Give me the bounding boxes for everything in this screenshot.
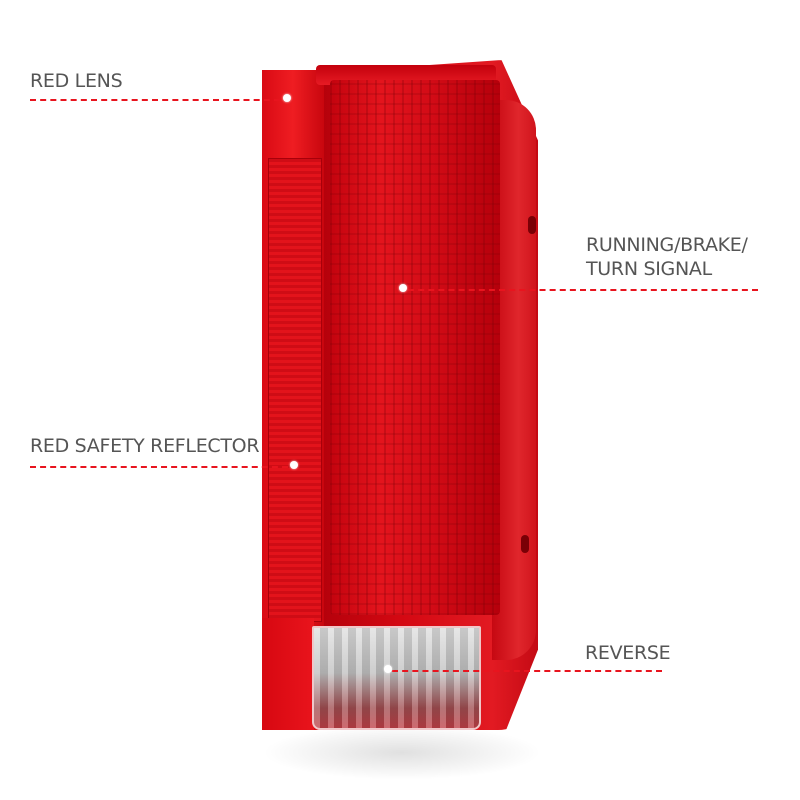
callout-label-red-lens: RED LENS bbox=[30, 70, 123, 92]
callout-dot-icon bbox=[399, 284, 407, 292]
callout-line-running-brake bbox=[408, 289, 758, 291]
reverse-lens bbox=[312, 626, 481, 730]
callout-label-running-brake-line1: RUNNING/BRAKE/ bbox=[586, 234, 748, 256]
callout-dot-icon bbox=[283, 94, 291, 102]
main-red-lens bbox=[330, 80, 500, 615]
callout-line-reverse bbox=[392, 670, 662, 672]
lower-side-panel bbox=[262, 618, 314, 730]
mount-hole-icon bbox=[528, 216, 536, 234]
callout-dot-icon bbox=[384, 665, 392, 673]
mount-hole-icon bbox=[521, 535, 529, 553]
callout-label-running-brake-line2: TURN SIGNAL bbox=[586, 258, 712, 280]
drop-shadow bbox=[262, 725, 542, 780]
callout-line-red-lens bbox=[30, 99, 280, 101]
callout-line-red-safety-reflector bbox=[30, 466, 288, 468]
callout-label-reverse: REVERSE bbox=[585, 642, 671, 664]
safety-reflector bbox=[268, 158, 322, 622]
callout-dot-icon bbox=[290, 461, 298, 469]
callout-label-red-safety-reflector: RED SAFETY REFLECTOR bbox=[30, 435, 260, 457]
